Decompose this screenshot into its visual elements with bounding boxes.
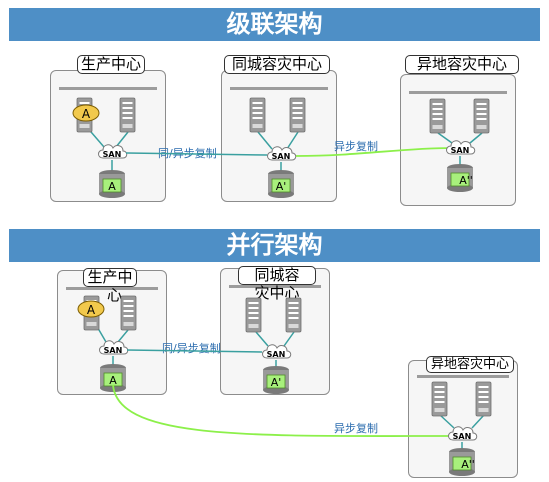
parallel-link-label-async: 异步复制 <box>334 422 378 435</box>
sync-line <box>286 131 299 150</box>
server-icon <box>119 97 136 133</box>
server-icon <box>473 98 490 134</box>
san-label: SAN <box>451 146 470 155</box>
cascade-title: 级联架构 <box>226 10 323 38</box>
parallel-title: 并行架构 <box>226 231 323 259</box>
sync-line <box>115 131 129 148</box>
lun-copy2-label: A'' <box>459 174 473 187</box>
lun-label: A <box>109 374 117 387</box>
cascade-label-same-city: 同城容灾中心 <box>224 55 330 74</box>
cascade-label-remote: 异地容灾中心 <box>405 55 519 74</box>
site-header-bar <box>417 375 509 378</box>
parallel-async-link <box>112 384 453 437</box>
parallel-label-production: 生产中 心 <box>83 268 137 304</box>
sync-line <box>255 331 269 347</box>
server-icon <box>431 381 448 417</box>
app-badge-icon <box>77 300 105 318</box>
lun-copy-label: A' <box>271 376 282 389</box>
server-icon <box>289 97 306 133</box>
cascade-title-banner: 级联架构 <box>9 8 540 41</box>
site-header-bar <box>409 91 507 94</box>
san-label: SAN <box>453 432 472 441</box>
san-label: SAN <box>104 346 123 355</box>
lun-copy-label: A' <box>276 180 287 193</box>
sync-line <box>469 132 483 144</box>
server-icon <box>245 297 262 333</box>
sync-line <box>471 414 485 429</box>
parallel-sync-link <box>126 349 263 353</box>
cascade-async-link <box>295 147 453 157</box>
server-icon <box>475 381 492 417</box>
server-icon <box>249 97 266 133</box>
server-icon <box>120 295 137 331</box>
cascade-link-label-async: 异步复制 <box>334 140 378 153</box>
server-icon <box>429 98 446 134</box>
sync-line <box>439 414 455 429</box>
site-header-bar <box>230 87 328 90</box>
lun-copy2-label: A'' <box>461 458 475 471</box>
app-label: A <box>82 107 91 121</box>
san-label: SAN <box>267 350 286 359</box>
cascade-label-production: 生产中心 <box>77 55 145 74</box>
sync-line <box>437 132 453 144</box>
site-header-bar <box>66 287 158 290</box>
app-badge-icon <box>72 104 100 122</box>
sync-line <box>117 329 129 343</box>
san-label: SAN <box>272 152 291 161</box>
sync-line <box>257 131 273 150</box>
cascade-sync-link <box>125 152 268 156</box>
server-icon <box>285 297 302 333</box>
san-label: SAN <box>103 150 122 159</box>
parallel-label-remote: 异地容灾中心 <box>426 356 514 373</box>
app-label: A <box>87 303 96 317</box>
parallel-title-banner: 并行架构 <box>9 229 540 262</box>
parallel-label-same-city: 同城容 灾中心 <box>238 266 316 302</box>
site-header-bar <box>229 285 321 288</box>
sync-line <box>283 331 295 347</box>
site-header-bar <box>59 87 157 90</box>
lun-label: A <box>108 180 116 193</box>
